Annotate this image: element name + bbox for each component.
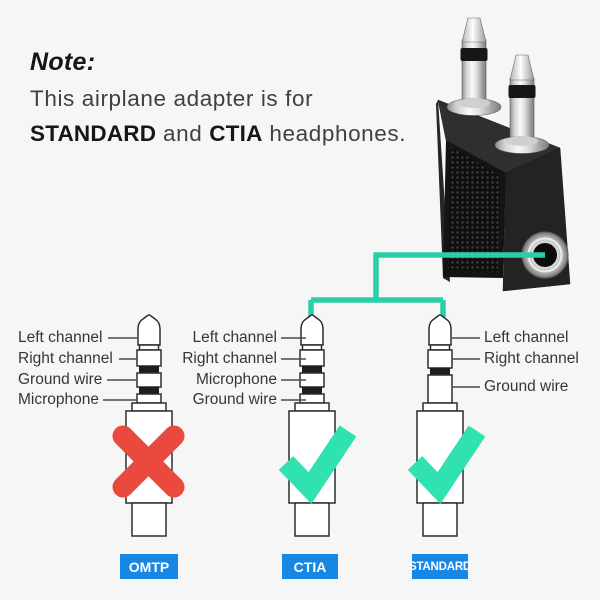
standard-label-left-channel: Left channel xyxy=(484,329,569,346)
note-and-text: and xyxy=(156,121,210,146)
note-standard-emphasis: STANDARD xyxy=(30,121,157,146)
badge-omtp: OMTP xyxy=(120,554,178,579)
standard-label-right-channel: Right channel xyxy=(484,350,579,367)
compatibility-connector-line xyxy=(308,252,545,317)
leader-lines xyxy=(103,337,480,401)
omtp-label-microphone: Microphone xyxy=(18,391,99,408)
ctia-label-ground-wire: Ground wire xyxy=(192,391,277,408)
speaker-mesh-texture xyxy=(448,147,500,272)
ctia-label-left-channel: Left channel xyxy=(192,329,277,346)
note-tail-text: headphones. xyxy=(262,121,407,146)
note-line-1: This airplane adapter is for xyxy=(30,86,314,111)
x-icon xyxy=(112,425,185,498)
note-heading: Note: xyxy=(30,48,96,76)
plug-diagram-omtp xyxy=(125,314,173,537)
ctia-label-microphone: Microphone xyxy=(196,371,277,388)
omtp-label-ground-wire: Ground wire xyxy=(18,371,103,388)
badge-ctia: CTIA xyxy=(282,554,338,579)
adapter-plug-left xyxy=(446,17,502,116)
adapter-photo xyxy=(436,17,571,292)
adapter-plug-right xyxy=(494,54,550,154)
standard-label-ground-wire: Ground wire xyxy=(484,378,569,395)
badge-standard: STANDARD xyxy=(409,554,471,579)
note-block: Note: This airplane adapter is for STAND… xyxy=(30,48,406,147)
check-icon xyxy=(407,425,486,504)
omtp-label-right-channel: Right channel xyxy=(18,350,113,367)
check-icon xyxy=(278,425,357,504)
ctia-label-right-channel: Right channel xyxy=(182,350,277,367)
note-line-2: STANDARD and CTIA headphones. xyxy=(30,121,406,147)
omtp-label-left-channel: Left channel xyxy=(18,329,103,346)
note-ctia-emphasis: CTIA xyxy=(209,121,263,146)
